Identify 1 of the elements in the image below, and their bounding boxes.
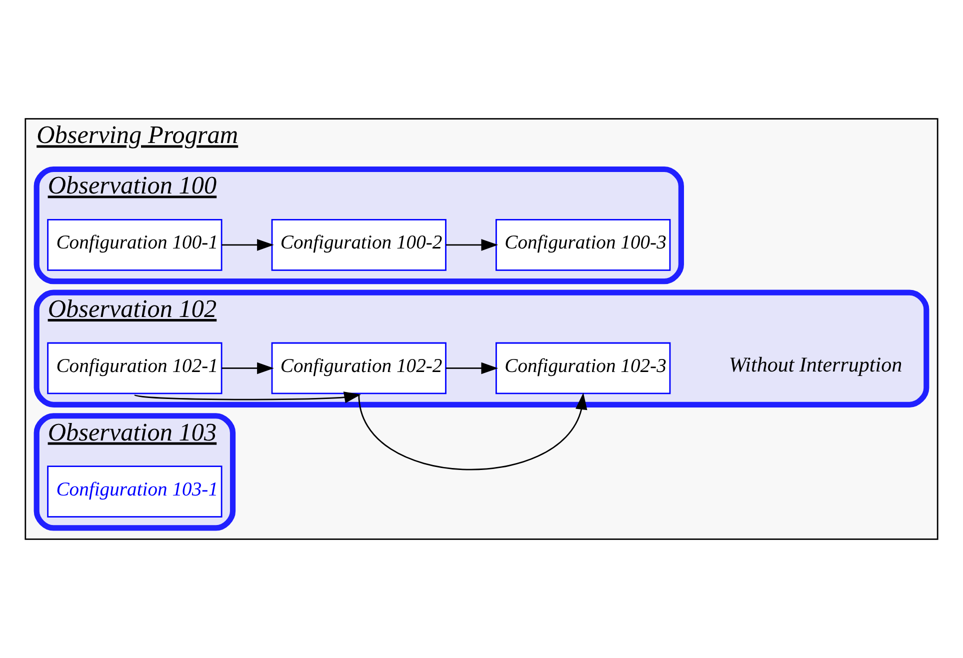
label: Without Interruption	[728, 352, 902, 377]
